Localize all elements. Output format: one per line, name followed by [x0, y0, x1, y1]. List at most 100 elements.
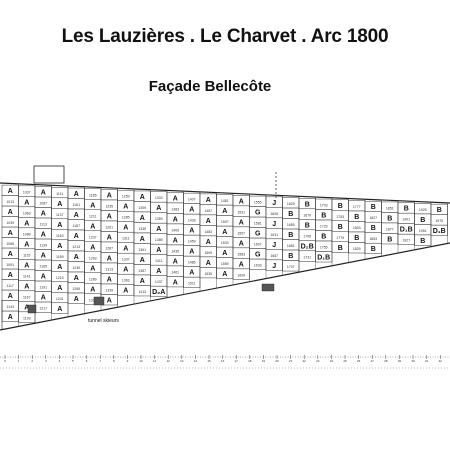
- svg-text:A: A: [206, 260, 211, 267]
- svg-text:1309: 1309: [138, 206, 146, 210]
- svg-text:1951: 1951: [419, 229, 427, 233]
- svg-text:1731: 1731: [303, 255, 311, 259]
- apartment-unit: A: [150, 201, 168, 213]
- apartment-unit: 1091: [1, 258, 19, 270]
- svg-text:A: A: [57, 201, 62, 208]
- apartment-unit: 1167: [18, 290, 36, 302]
- apartment-unit: 1265: [67, 282, 85, 294]
- svg-text:A: A: [222, 250, 227, 257]
- svg-text:1413: 1413: [138, 290, 146, 294]
- apartment-unit: A: [133, 253, 151, 265]
- apartment-unit: 1337: [117, 252, 135, 264]
- svg-text:A: A: [140, 257, 145, 264]
- apartment-unit: 1013: [1, 195, 19, 207]
- scale-tick-label: 25: [343, 359, 347, 363]
- apartment-unit: A: [34, 291, 52, 303]
- svg-text:B: B: [387, 215, 392, 222]
- apartment-unit: A: [232, 195, 250, 207]
- apartment-unit: A: [133, 211, 151, 223]
- shaded-opening: [261, 283, 275, 292]
- shaded-opening: [93, 296, 105, 306]
- scale-tick-label: 32: [439, 359, 443, 363]
- svg-text:A: A: [222, 229, 227, 236]
- apartment-unit: 1633: [249, 258, 267, 270]
- apartment-unit: 1535: [199, 267, 217, 279]
- scale-tick-label: 10: [139, 359, 143, 363]
- apartment-unit: A: [51, 218, 69, 230]
- apartment-unit: 1731: [298, 250, 316, 262]
- apartment-unit: 1235: [100, 199, 118, 211]
- apartment-unit: 1679: [298, 208, 316, 220]
- svg-text:A: A: [8, 293, 13, 300]
- facade-subtitle: Façade Bellecôte: [148, 78, 272, 95]
- svg-text:1217: 1217: [39, 307, 47, 311]
- svg-text:G: G: [255, 210, 261, 217]
- svg-text:A: A: [123, 204, 128, 211]
- svg-text:1433: 1433: [188, 219, 196, 223]
- svg-text:G: G: [255, 252, 261, 259]
- svg-text:A: A: [90, 286, 95, 293]
- apartment-unit: 1507: [216, 215, 234, 227]
- apartment-unit: A: [51, 302, 69, 314]
- apartment-unit: 1191: [34, 280, 52, 292]
- svg-text:1167: 1167: [23, 295, 31, 299]
- svg-text:A: A: [24, 220, 29, 227]
- svg-text:1927: 1927: [402, 239, 410, 243]
- svg-text:A: A: [222, 208, 227, 215]
- svg-text:A: A: [206, 239, 211, 246]
- svg-text:1407: 1407: [188, 198, 196, 202]
- apartment-unit: A: [150, 243, 168, 255]
- apartment-unit: 1259: [117, 189, 135, 201]
- svg-text:1163: 1163: [56, 234, 64, 238]
- apartment-unit: A: [1, 247, 19, 259]
- svg-text:A: A: [156, 226, 161, 233]
- svg-text:A: A: [156, 247, 161, 254]
- svg-text:B: B: [371, 246, 376, 253]
- svg-text:1437: 1437: [155, 280, 163, 284]
- apartment-unit: 1263: [84, 251, 102, 263]
- apartment-unit: 1285: [117, 210, 135, 222]
- apartment-unit: A: [51, 197, 69, 209]
- apartment-unit: A: [18, 280, 36, 292]
- svg-text:1137: 1137: [56, 213, 64, 217]
- apartment-unit: A: [51, 239, 69, 251]
- svg-text:A: A: [41, 253, 46, 260]
- svg-text:A: A: [173, 279, 178, 286]
- apartment-unit: A: [117, 284, 135, 296]
- svg-text:A: A: [140, 236, 145, 243]
- svg-text:B: B: [305, 222, 310, 229]
- svg-text:A: A: [173, 258, 178, 265]
- svg-text:A: A: [222, 271, 227, 278]
- apartment-unit: A: [34, 207, 52, 219]
- scale-tick-label: 21: [289, 359, 293, 363]
- svg-text:A: A: [189, 207, 194, 214]
- apartment-unit: A: [18, 259, 36, 271]
- apartment-unit: A: [216, 246, 234, 258]
- svg-text:1013: 1013: [6, 200, 14, 204]
- svg-text:B: B: [305, 201, 310, 208]
- apartment-unit: 1137: [51, 208, 69, 220]
- svg-text:1777: 1777: [353, 205, 361, 209]
- apartment-unit: 1753: [331, 210, 349, 222]
- svg-text:1113: 1113: [40, 223, 47, 227]
- svg-text:1215: 1215: [56, 276, 64, 280]
- apartment-unit: G: [249, 206, 267, 218]
- svg-text:1191: 1191: [39, 286, 47, 290]
- apartment-unit: D₁B: [397, 223, 415, 235]
- svg-text:1901: 1901: [402, 218, 410, 222]
- apartment-unit: 1287: [100, 241, 118, 253]
- scale-tick-label: 8: [113, 359, 115, 363]
- apartment-unit: B: [397, 202, 415, 214]
- svg-text:B: B: [371, 204, 376, 211]
- svg-text:1361: 1361: [138, 248, 146, 252]
- apartment-unit: 1607: [249, 237, 267, 249]
- apartment-unit: 1363: [117, 273, 135, 285]
- svg-text:A: A: [57, 222, 62, 229]
- apartment-unit: 1115: [18, 248, 36, 260]
- svg-text:1239: 1239: [72, 266, 80, 270]
- apartment-unit: 1779: [331, 231, 349, 243]
- apartment-unit: 1165: [34, 259, 52, 271]
- apartment-unit: A: [1, 289, 19, 301]
- svg-text:B: B: [354, 235, 359, 242]
- svg-text:1285: 1285: [122, 216, 130, 220]
